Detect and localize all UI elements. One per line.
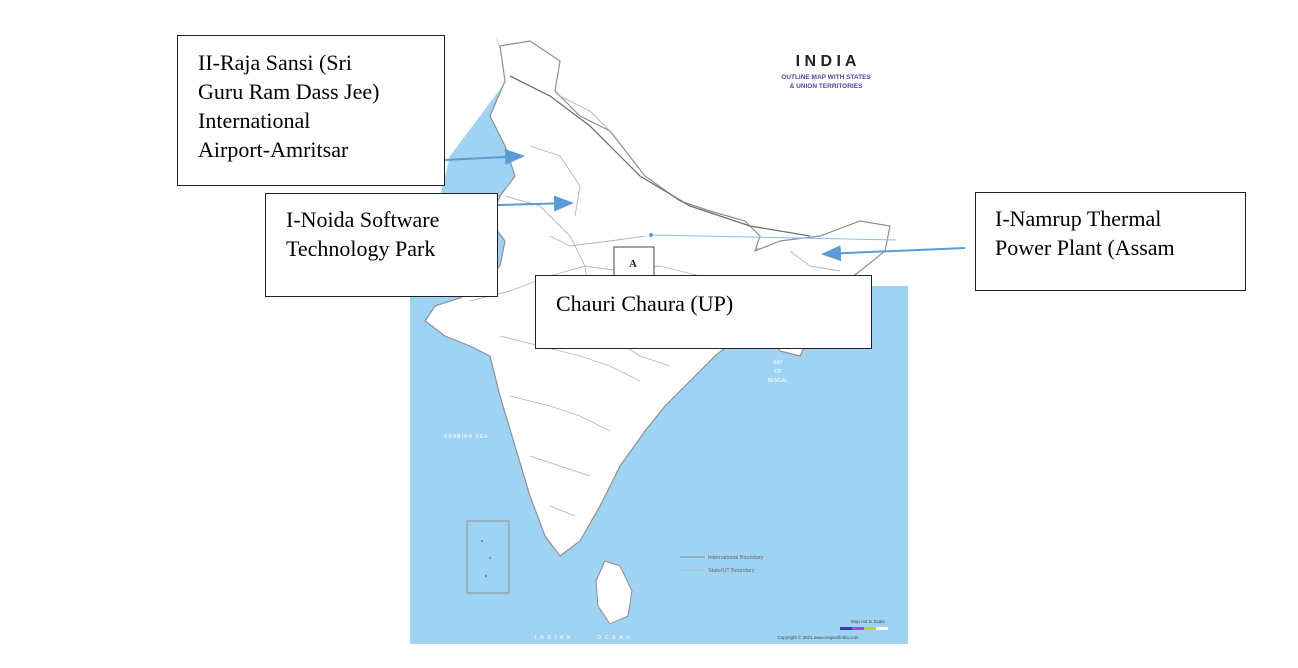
callout-noida-line2: Technology Park [286,236,436,261]
location-dot [649,233,653,237]
callout-noida-line1: I-Noida Software [286,207,440,232]
reference-line [649,234,897,241]
sri-lanka [595,560,633,625]
scale-bar-white [876,627,888,630]
legend-state-label: State/UT Boundary [708,568,755,574]
bay-label-2: OF [775,369,782,375]
callout-namrup-line1: I-Namrup Thermal [995,206,1162,231]
bay-label-1: BAY [773,360,783,366]
island-dot [488,556,492,560]
scale-bar-yellow [864,627,876,630]
callout-amritsar: II-Raja Sansi (Sri Guru Ram Dass Jee) In… [177,35,445,186]
callout-amritsar-line4: Airport-Amritsar [198,137,349,162]
label-box-a [613,246,655,278]
island-dot [480,539,484,543]
callout-namrup: I-Namrup Thermal Power Plant (Assam [975,192,1246,291]
callout-chauri-line1: Chauri Chaura (UP) [556,291,734,316]
scale-bar-blue [840,627,852,630]
indian-ocean-label: I N D I A N O C E A N [535,635,631,641]
callout-namrup-line2: Power Plant (Assam [995,235,1175,260]
international-boundary [509,75,811,237]
label-a-text: A [629,258,637,270]
lakshadweep-box [466,520,510,594]
callout-amritsar-line3: International [198,108,311,133]
island-dot [484,574,488,578]
map-subtitle-2: & UNION TERRITORIES [790,83,863,90]
scale-bar-magenta [852,627,864,630]
scale-note: Map not to Scale [851,619,885,624]
bay-label-3: BENGAL [768,378,789,384]
arabian-sea-label: ARABIAN SEA [444,434,488,440]
legend-international-label: International Boundary [708,555,764,561]
map-copyright: Copyright © 2021 www.mapsofindia.com [777,634,858,640]
map-subtitle-1: OUTLINE MAP WITH STATES [781,74,871,81]
map-legend: International Boundary State/UT Boundary [680,555,764,574]
callout-noida: I-Noida Software Technology Park [265,193,498,297]
map-title: I N D I A [796,53,857,70]
callout-amritsar-line1: II-Raja Sansi (Sri [198,50,352,75]
callout-chauri-chaura: Chauri Chaura (UP) [535,275,872,349]
callout-amritsar-line2: Guru Ram Dass Jee) [198,79,380,104]
